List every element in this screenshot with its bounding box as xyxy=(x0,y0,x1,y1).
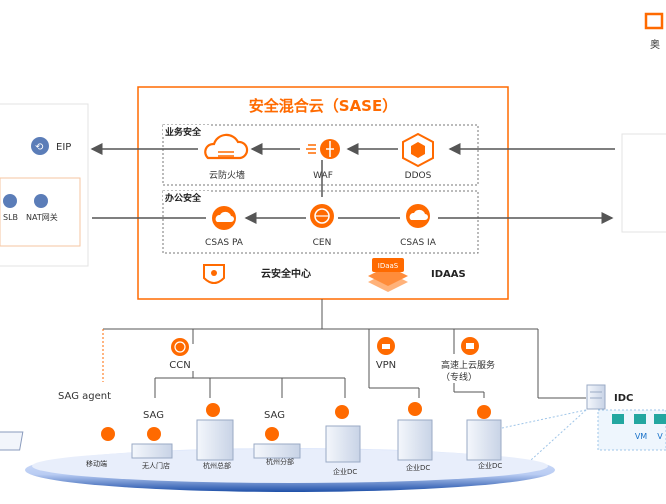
express-connect-node: 高速上云服务 （专线） xyxy=(441,337,495,383)
express-connect-sublabel: （专线） xyxy=(441,371,477,383)
router-icon xyxy=(408,402,422,416)
waf-node: WAF xyxy=(306,139,340,181)
business-security-group xyxy=(162,124,479,186)
sag-device-icon xyxy=(147,427,161,441)
idaas: IDaaS IDAAS xyxy=(368,258,466,292)
enterprise-dc-2: 企业DC xyxy=(397,402,433,472)
sag-label-1: SAG xyxy=(143,410,164,421)
idaas-label: IDAAS xyxy=(431,269,466,280)
slb-icon xyxy=(3,194,17,208)
cen-node: CEN xyxy=(310,204,334,248)
enterprise-dc-1: 企业DC xyxy=(325,405,361,476)
csas-pa-node: CSAS PA xyxy=(205,206,244,248)
office-security-group xyxy=(162,190,479,254)
idaas-icon xyxy=(372,258,404,272)
sase-title: 安全混合云（SASE） xyxy=(249,97,397,115)
nat-icon xyxy=(34,194,48,208)
device-label-dc1: 企业DC xyxy=(333,467,357,476)
csas-ia-label: CSAS IA xyxy=(400,238,437,248)
brand-logo: 奥 xyxy=(644,12,664,51)
router-icon xyxy=(206,403,220,417)
ddos-label: DDOS xyxy=(405,171,432,181)
idc-label: IDC xyxy=(614,393,633,404)
sag-agent-label: SAG agent xyxy=(58,391,111,402)
waf-label: WAF xyxy=(313,171,333,181)
express-connect-label: 高速上云服务 xyxy=(441,359,495,371)
cen-label: CEN xyxy=(313,238,332,248)
vpn-node: VPN xyxy=(376,337,396,371)
device-label-mobile: 移动端 xyxy=(86,459,107,468)
eip-icon xyxy=(31,137,49,155)
building-icon xyxy=(466,419,502,461)
vpn-label: VPN xyxy=(376,360,396,371)
shield-icon xyxy=(203,264,225,284)
nat-label: NAT网关 xyxy=(26,212,58,222)
sag-device-icon xyxy=(265,427,279,441)
device-label-dc3: 企业DC xyxy=(478,461,502,470)
ccn-label: CCN xyxy=(169,360,190,371)
csas-ia-node: CSAS IA xyxy=(400,204,437,248)
building-icon xyxy=(325,425,361,463)
sag-label-2: SAG xyxy=(264,410,285,421)
business-security-label: 业务安全 xyxy=(165,126,202,138)
cloud-security-center: 云安全中心 xyxy=(203,264,311,284)
slb-label: SLB xyxy=(3,213,18,222)
device-label-store: 无人门店 xyxy=(142,461,170,470)
mobile-device: 移动端 xyxy=(0,427,115,468)
enterprise-dc-3: 企业DC xyxy=(466,405,502,470)
unmanned-store: 无人门店 xyxy=(131,427,173,470)
vm-label: VM xyxy=(635,432,647,441)
hangzhou-branch: 杭州分部 xyxy=(253,427,301,466)
network-connections xyxy=(102,299,586,399)
svg-text:⟲: ⟲ xyxy=(35,142,44,153)
ddos-icon xyxy=(402,132,434,168)
left-cloud-panel: ⟲ EIP SLB NAT网关 xyxy=(0,103,89,267)
device-label-hq: 杭州总部 xyxy=(203,461,231,470)
building-icon xyxy=(196,419,234,461)
brand-logo-text: 奥 xyxy=(650,38,660,51)
idc-server-icon xyxy=(586,384,606,410)
ccn-icon xyxy=(171,338,189,356)
right-panel xyxy=(621,133,666,233)
cloud-firewall-icon xyxy=(204,133,249,160)
ccn-node: CCN xyxy=(169,338,191,371)
branch-icon xyxy=(253,443,301,459)
office-security-label: 办公安全 xyxy=(165,192,202,204)
eip-label: EIP xyxy=(56,142,71,153)
cloud-firewall-label: 云防火墙 xyxy=(209,169,245,181)
vm-label-2: V xyxy=(657,432,663,441)
sag-agent-icon xyxy=(101,427,115,441)
ddos-node: DDOS xyxy=(402,132,434,181)
idc-node: IDC VM V xyxy=(501,384,666,471)
building-icon xyxy=(397,419,433,461)
cloud-security-center-label: 云安全中心 xyxy=(261,267,311,280)
hangzhou-hq: 杭州总部 xyxy=(196,403,234,470)
cloud-firewall-node: 云防火墙 xyxy=(204,133,249,181)
flow-arrows xyxy=(90,143,615,224)
store-icon xyxy=(131,443,173,459)
device-label-branch: 杭州分部 xyxy=(266,457,294,466)
router-icon xyxy=(335,405,349,419)
laptop-icon xyxy=(0,431,24,451)
router-icon xyxy=(477,405,491,419)
svg-text:IDaaS: IDaaS xyxy=(378,262,399,270)
device-label-dc2: 企业DC xyxy=(406,463,430,472)
csas-pa-label: CSAS PA xyxy=(205,238,244,248)
